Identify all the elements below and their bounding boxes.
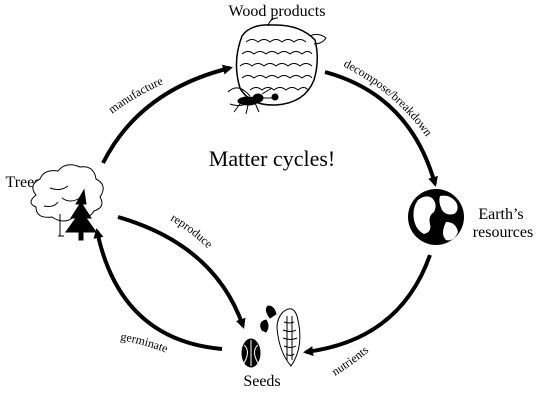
arrow-manufacture xyxy=(101,64,233,164)
node-label-trees: Trees xyxy=(6,174,41,191)
node-label-wood-products: Wood products xyxy=(229,3,326,20)
wood-and-wasp-icon xyxy=(227,17,327,115)
node-label-earth-line1: Earth’s xyxy=(478,206,523,223)
arrow-nutrients xyxy=(303,254,432,357)
arrow-decompose xyxy=(324,70,438,187)
edge-label-reproduce: reproduce xyxy=(168,210,215,251)
edge-label-decompose: decompose/breakdown xyxy=(342,56,436,139)
arrow-germinate xyxy=(93,228,223,351)
edge-label-manufacture: manufacture xyxy=(106,74,165,117)
diagram-title: Matter cycles! xyxy=(209,146,335,171)
globe-icon xyxy=(408,189,464,245)
trees-icon xyxy=(30,164,104,241)
node-label-earth-resources: Earth’s resources xyxy=(473,206,533,241)
node-label-earth-line2: resources xyxy=(473,224,533,241)
node-label-seeds: Seeds xyxy=(243,373,280,390)
seeds-and-cone-icon xyxy=(241,305,301,368)
arrow-reproduce xyxy=(117,215,246,329)
